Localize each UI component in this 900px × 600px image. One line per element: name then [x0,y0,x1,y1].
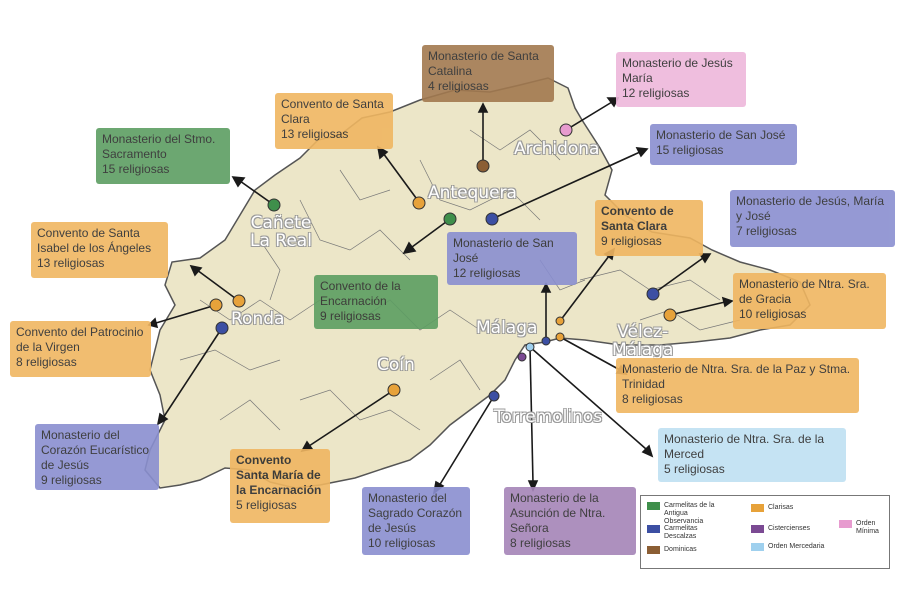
label-name: Convento de Santa Clara [601,204,674,233]
label-name: Monasterio de Santa Catalina [428,49,539,78]
label-count: 13 religiosas [281,127,349,141]
label-jesus-maria: Monasterio de Jesús María 12 religiosas [616,52,746,107]
legend-item: Orden Mínima [839,520,888,536]
legend-label: Carmelitas de la Antigua Observancia [664,502,715,525]
label-name: Monasterio de Ntra. Sra. de la Merced [664,432,825,461]
town-archidona: Archidona [514,139,600,159]
town-canete: Cañete La Real [250,213,312,251]
label-santa-clara-malaga: Convento de Santa Clara 9 religiosas [595,200,703,256]
legend-swatch [647,546,660,554]
legend-item: Cistercienses [751,525,830,533]
label-santa-clara-antequera: Convento de Santa Clara 13 religiosas [275,93,393,149]
label-count: 10 religiosas [739,307,807,321]
label-santa-catalina: Monasterio de Santa Catalina 4 religiosa… [422,45,554,102]
label-sagrado-corazon: Monasterio del Sagrado Corazón de Jesús … [362,487,470,555]
label-count: 15 religiosas [656,143,724,157]
legend-label: Carmelitas Descalzas [664,525,698,540]
legend-label: Dominicas [664,546,697,553]
label-name: Convento del Patrocinio de la Virgen [16,325,144,354]
legend-label: Orden Mercedaria [768,543,825,550]
label-name: Monasterio de Jesús María [622,56,733,85]
label-encarnacion-antequera: Convento de la Encarnación 9 religiosas [314,275,438,329]
label-count: 15 religiosas [102,162,170,176]
label-name: Convento de la Encarnación [320,279,401,308]
legend-item: Dominicas [647,546,726,554]
town-antequera: Antequera [428,183,517,203]
label-count: 7 religiosas [736,224,797,238]
convent-markers [209,123,677,402]
legend: Carmelitas de la Antigua Observancia Cla… [640,495,890,569]
label-count: 4 religiosas [428,79,489,93]
label-name: Monasterio del Corazón Eucarístico de Je… [41,428,150,472]
label-name: Convento Santa María de la Encarnación [236,453,322,497]
label-patrocinio: Convento del Patrocinio de la Virgen 8 r… [10,321,151,377]
legend-item: Carmelitas de la Antigua Observancia [647,502,726,526]
legend-swatch [647,502,660,510]
label-count: 8 religiosas [510,536,571,550]
label-count: 9 religiosas [41,473,102,487]
label-corazon-eucaristico: Monasterio del Corazón Eucarístico de Je… [35,424,159,490]
legend-swatch [751,525,764,533]
label-count: 12 religiosas [453,266,521,280]
label-count: 9 religiosas [320,309,381,323]
label-name: Convento de Santa Isabel de los Ángeles [37,226,152,255]
legend-swatch [751,504,764,512]
legend-label: Orden Mínima [856,520,879,535]
town-coin: Coín [377,355,415,375]
legend-label: Cistercienses [768,525,811,532]
label-asuncion: Monasterio de la Asunción de Ntra. Señor… [504,487,636,555]
label-name: Monasterio de San José [656,128,786,142]
label-santa-isabel: Convento de Santa Isabel de los Ángeles … [31,222,168,278]
label-name: Monasterio del Sagrado Corazón de Jesús [368,491,463,535]
label-count: 8 religiosas [622,392,683,406]
label-name: Monasterio de Ntra. Sra. de la Paz y Stm… [622,362,851,391]
label-santa-maria-encarnacion: Convento Santa María de la Encarnación 5… [230,449,330,523]
label-name: Monasterio del Stmo. Sacramento [102,132,216,161]
municipal-boundaries [179,129,741,431]
connector-arrows [147,97,734,495]
label-name: Monasterio de la Asunción de Ntra. Señor… [510,491,606,535]
label-count: 12 religiosas [622,86,690,100]
town-velez: Vélez- Málaga [612,322,674,360]
label-count: 5 religiosas [236,498,297,512]
legend-item: Orden Mercedaria [751,543,830,551]
label-name: Convento de Santa Clara [281,97,384,126]
legend-label: Clarisas [768,504,794,511]
town-torremolinos: Torremolinos [494,407,603,427]
town-malaga: Málaga [476,318,538,338]
label-count: 8 religiosas [16,355,77,369]
label-count: 13 religiosas [37,256,105,270]
label-san-jose-archidona: Monasterio de San José 15 religiosas [650,124,797,165]
label-count: 9 religiosas [601,234,662,248]
label-merced: Monasterio de Ntra. Sra. de la Merced 5 … [658,428,846,482]
label-san-jose-antequera: Monasterio de San José 12 religiosas [447,232,577,285]
label-stmo-sacramento: Monasterio del Stmo. Sacramento 15 relig… [96,128,230,184]
label-name: Monasterio de San José [453,236,554,265]
label-jesus-maria-jose: Monasterio de Jesús, María y José 7 reli… [730,190,895,247]
label-name: Monasterio de Ntra. Sra. de Gracia [739,277,870,306]
legend-swatch [647,525,660,533]
label-name: Monasterio de Jesús, María y José [736,194,885,223]
legend-swatch [751,543,764,551]
legend-item: Clarisas [751,504,830,512]
label-gracia: Monasterio de Ntra. Sra. de Gracia 10 re… [733,273,886,329]
label-count: 5 religiosas [664,462,725,476]
label-paz-trinidad: Monasterio de Ntra. Sra. de la Paz y Stm… [616,358,859,413]
legend-item: Carmelitas Descalzas [647,525,726,541]
town-ronda: Ronda [231,309,285,329]
legend-swatch [839,520,852,528]
label-count: 10 religiosas [368,536,436,550]
